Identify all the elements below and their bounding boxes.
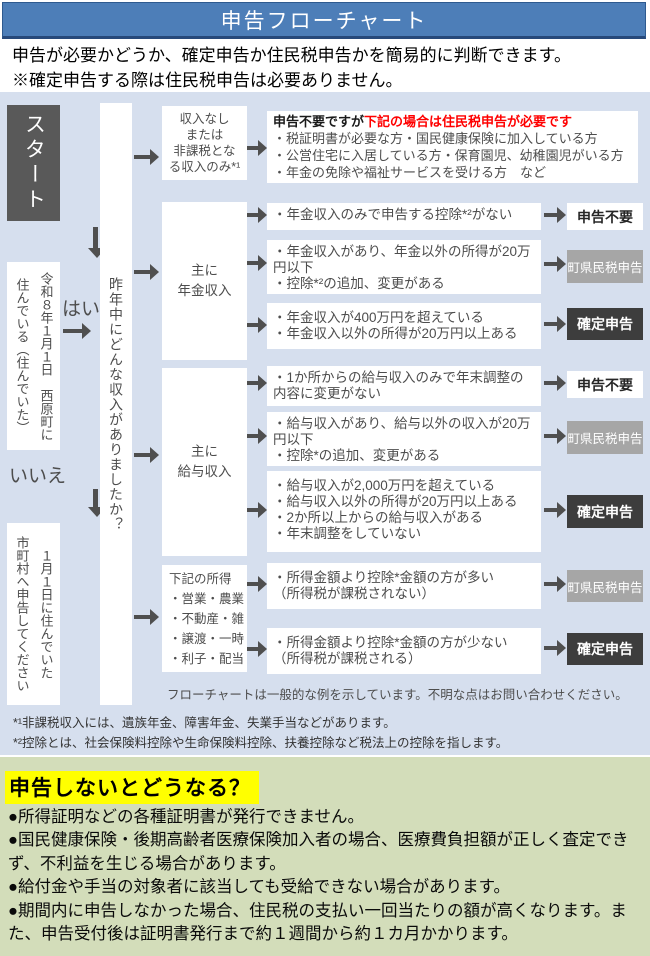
intro-text: 申告が必要かどうか、確定申告か住民税申告かを簡易的に判断できます。 ※確定申告す… — [12, 44, 642, 93]
result-municipal-tax-badge: 町県民税申告 — [567, 250, 643, 283]
category-salary-box: 主に 給与収入 — [162, 368, 247, 556]
what-if-bullet-4: ●期間内に申告しなかった場合、住民税の支払い一回当たりの額が高くなります。また、… — [8, 901, 627, 944]
other-condition-1: ・所得金額より控除*金額の方が多い （所得税が課税されない） — [267, 563, 541, 609]
result-no-filing-badge: 申告不要 — [567, 371, 643, 398]
pension-condition-1: ・年金収入のみで申告する控除*²がない — [267, 203, 541, 230]
notice-lead-red: 下記の場合は住民税申告が必要です — [364, 114, 573, 129]
no-label: いいえ — [9, 466, 67, 487]
result-no-filing-badge: 申告不要 — [567, 203, 643, 230]
notice-lead: 申告不要ですが — [273, 114, 365, 129]
footnote-2: *²控除とは、社会保険料控除や生命保険料控除、扶養控除など税法上の控除を指します… — [13, 736, 509, 750]
residence-question-box: 令和８年１月１日 西原町に 住んでいる（住んでいた） — [7, 262, 60, 450]
intro-line-2: ※確定申告する際は住民税申告は必要ありません。 — [12, 70, 403, 90]
category-no-income-box: 収入なし または 非課税とな る収入のみ*¹ — [162, 106, 247, 180]
what-if-bullet-1: ●所得証明などの各種証明書が発行できません。 — [8, 808, 364, 826]
yes-label: はい — [62, 299, 101, 320]
start-box: スタート — [7, 105, 60, 221]
category-pension-box: 主に 年金収入 — [162, 202, 247, 360]
flowchart-note: フローチャートは一般的な例を示しています。不明な点はお問い合わせください。 — [167, 688, 628, 702]
page-title: 申告フローチャート — [220, 9, 428, 33]
page-title-bar: 申告フローチャート — [2, 2, 646, 39]
what-if-bullet-2: ●国民健康保険・後期高齢者医療保険加入者の場合、医療費負担額が正しく査定できず、… — [8, 831, 629, 873]
result-final-return-badge: 確定申告 — [567, 633, 643, 665]
salary-condition-1: ・1か所からの給与収入のみで年末調整の 内容に変更がない — [267, 366, 541, 406]
what-if-heading: 申告しないとどうなる？ — [5, 771, 259, 804]
pension-condition-3: ・年金収入が400万円を超えている ・年金収入以外の所得が20万円以上ある — [267, 303, 541, 349]
other-condition-2: ・所得金額より控除*金額の方が少ない （所得税が課税される） — [267, 628, 541, 674]
report-to-city-box: １月１日に住んでいた 市町村へ申告してください — [7, 523, 60, 705]
result-municipal-tax-badge: 町県民税申告 — [567, 570, 643, 602]
result-final-return-badge: 確定申告 — [567, 495, 643, 528]
income-question-box: 昨年中にどんな収入がありましたか？ — [100, 103, 132, 705]
what-if-bullets: ●所得証明などの各種証明書が発行できません。 ●国民健康保険・後期高齢者医療保険… — [8, 806, 645, 947]
footnotes: *¹非課税収入には、遺族年金、障害年金、失業手当などがあります。 *²控除とは、… — [13, 713, 508, 753]
intro-line-1: 申告が必要かどうか、確定申告か住民税申告かを簡易的に判断できます。 — [12, 46, 571, 65]
notice-body: ・税証明書が必要な方・国民健康保険に加入している方 ・公営住宅に入居している方・… — [273, 131, 624, 180]
no-income-result-box: 申告不要ですが下記の場合は住民税申告が必要です ・税証明書が必要な方・国民健康保… — [267, 111, 638, 183]
footnote-1: *¹非課税収入には、遺族年金、障害年金、失業手当などがあります。 — [13, 716, 396, 730]
result-final-return-badge: 確定申告 — [567, 308, 643, 340]
salary-condition-3: ・給与収入が2,000万円を超えている ・給与収入以外の所得が20万円以上ある … — [267, 471, 541, 552]
category-other-income-box: 下記の所得 ・営業・農業 ・不動産・雑 ・譲渡・一時 ・利子・配当 — [162, 565, 247, 672]
pension-condition-2: ・年金収入があり、年金以外の所得が20万 円以下 ・控除*²の追加、変更がある — [267, 240, 541, 294]
salary-condition-2: ・給与収入があり、給与以外の収入が20万 円以下 ・控除*の追加、変更がある — [267, 412, 541, 466]
what-if-bullet-3: ●給付金や手当の対象者に該当しても受給できない場合があります。 — [8, 878, 510, 897]
result-municipal-tax-badge: 町県民税申告 — [567, 421, 643, 454]
